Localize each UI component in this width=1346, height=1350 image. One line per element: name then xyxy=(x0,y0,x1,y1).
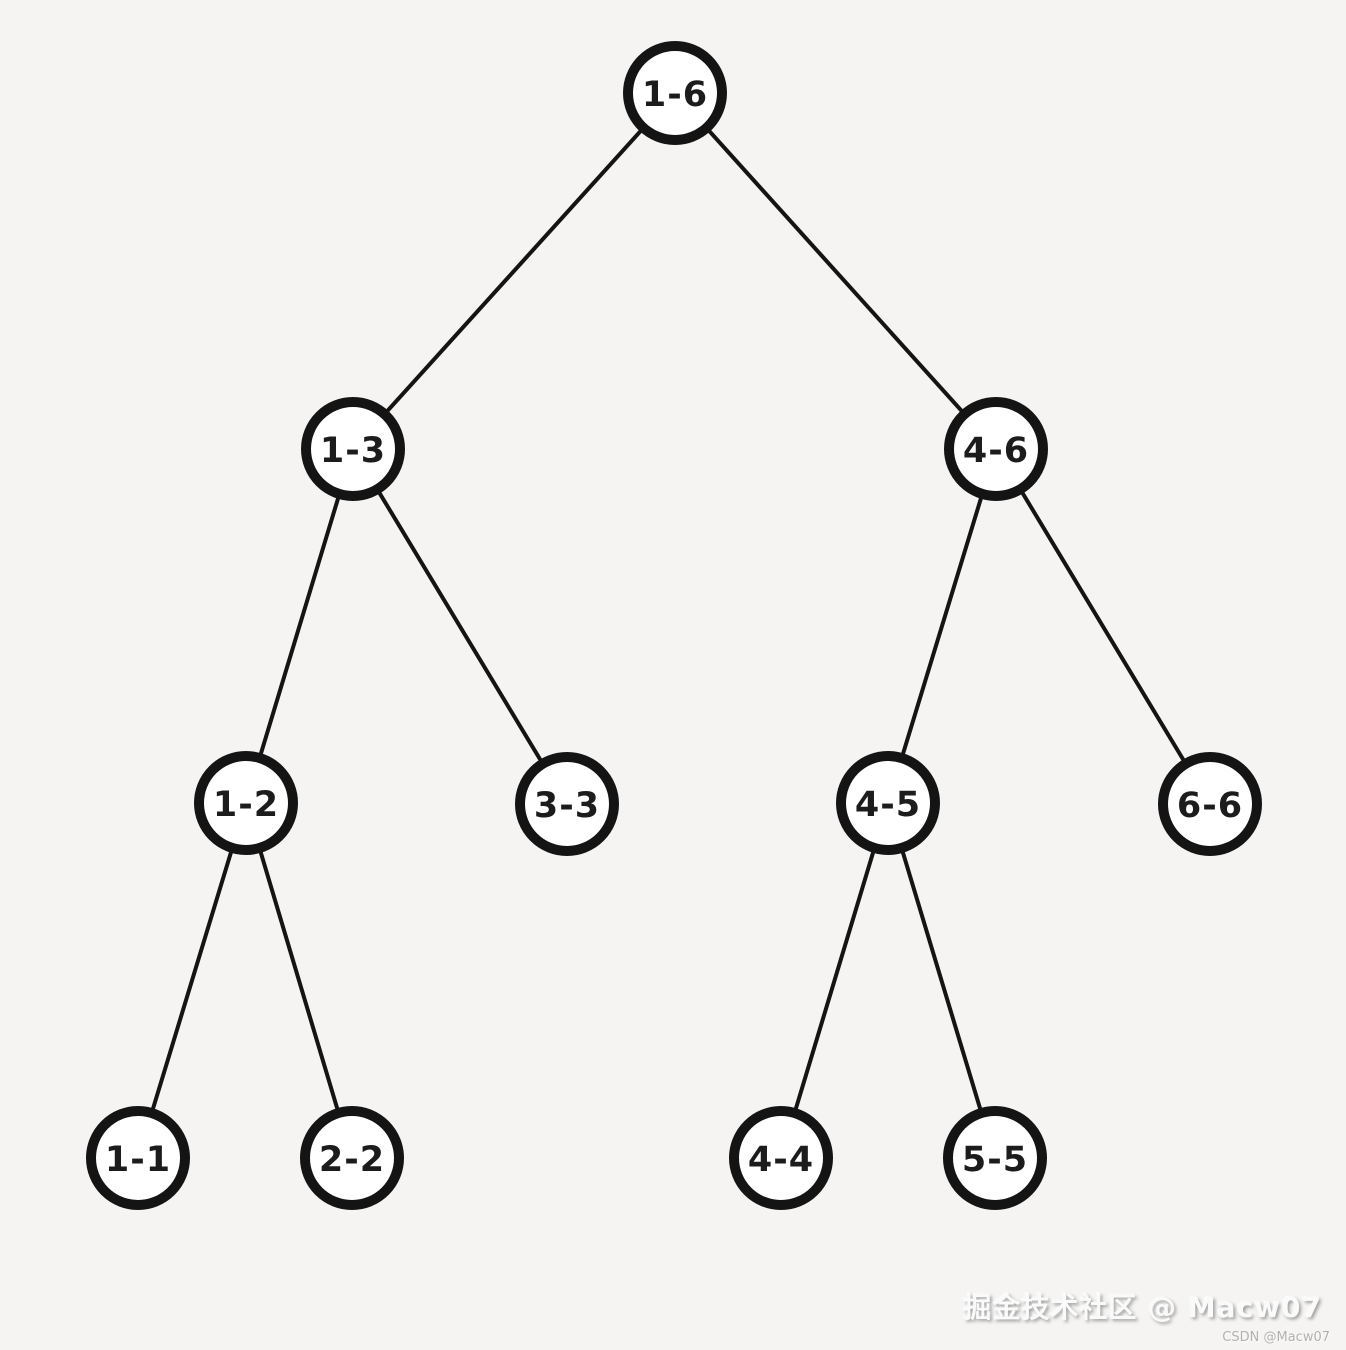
watermark-primary: 掘金技术社区 @ Macw07 xyxy=(963,1291,1322,1324)
node-circle-5-5 xyxy=(943,1106,1047,1210)
tree-node-4-6: 4-6 xyxy=(944,397,1048,501)
tree-node-1-2: 1-2 xyxy=(194,751,298,855)
node-label-4-4: 4-4 xyxy=(748,1140,814,1180)
node-circle-1-1 xyxy=(86,1106,190,1210)
tree-edge-1-3-to-3-3 xyxy=(351,447,569,806)
node-label-1-6: 1-6 xyxy=(642,75,708,115)
node-label-6-6: 6-6 xyxy=(1177,786,1243,826)
node-circle-4-4 xyxy=(729,1106,833,1210)
node-label-1-3: 1-3 xyxy=(320,431,386,471)
tree-node-4-5: 4-5 xyxy=(836,751,940,855)
node-circle-1-6 xyxy=(623,41,727,145)
tree-node-1-6: 1-6 xyxy=(623,41,727,145)
node-label-4-6: 4-6 xyxy=(963,431,1029,471)
node-circle-6-6 xyxy=(1158,752,1262,856)
watermark-secondary: CSDN @Macw07 xyxy=(1222,1330,1330,1345)
tree-edge-1-3-to-1-2 xyxy=(244,447,355,805)
tree-edge-1-6-to-4-6 xyxy=(673,91,998,451)
node-circle-4-6 xyxy=(944,397,1048,501)
tree-edge-4-6-to-6-6 xyxy=(994,447,1212,806)
tree-edge-1-6-to-1-3 xyxy=(351,91,677,451)
tree-node-1-3: 1-3 xyxy=(301,397,405,501)
node-circle-4-5 xyxy=(836,751,940,855)
node-circle-3-3 xyxy=(515,752,619,856)
node-label-4-5: 4-5 xyxy=(855,785,921,825)
tree-edge-1-2-to-1-1 xyxy=(136,801,248,1160)
tree-edge-4-5-to-4-4 xyxy=(779,801,890,1160)
tree-edge-4-6-to-4-5 xyxy=(886,447,998,805)
tree-edge-1-2-to-2-2 xyxy=(244,801,354,1160)
node-label-2-2: 2-2 xyxy=(319,1140,385,1180)
tree-node-3-3: 3-3 xyxy=(515,752,619,856)
tree-node-2-2: 2-2 xyxy=(300,1106,404,1210)
tree-node-6-6: 6-6 xyxy=(1158,752,1262,856)
node-label-5-5: 5-5 xyxy=(962,1140,1028,1180)
node-circle-1-2 xyxy=(194,751,298,855)
tree-node-4-4: 4-4 xyxy=(729,1106,833,1210)
node-circle-2-2 xyxy=(300,1106,404,1210)
node-circle-1-3 xyxy=(301,397,405,501)
node-label-3-3: 3-3 xyxy=(534,786,600,826)
node-label-1-2: 1-2 xyxy=(213,785,279,825)
tree-edge-4-5-to-5-5 xyxy=(886,801,997,1160)
node-label-1-1: 1-1 xyxy=(105,1140,171,1180)
tree-node-5-5: 5-5 xyxy=(943,1106,1047,1210)
tree-node-1-1: 1-1 xyxy=(86,1106,190,1210)
